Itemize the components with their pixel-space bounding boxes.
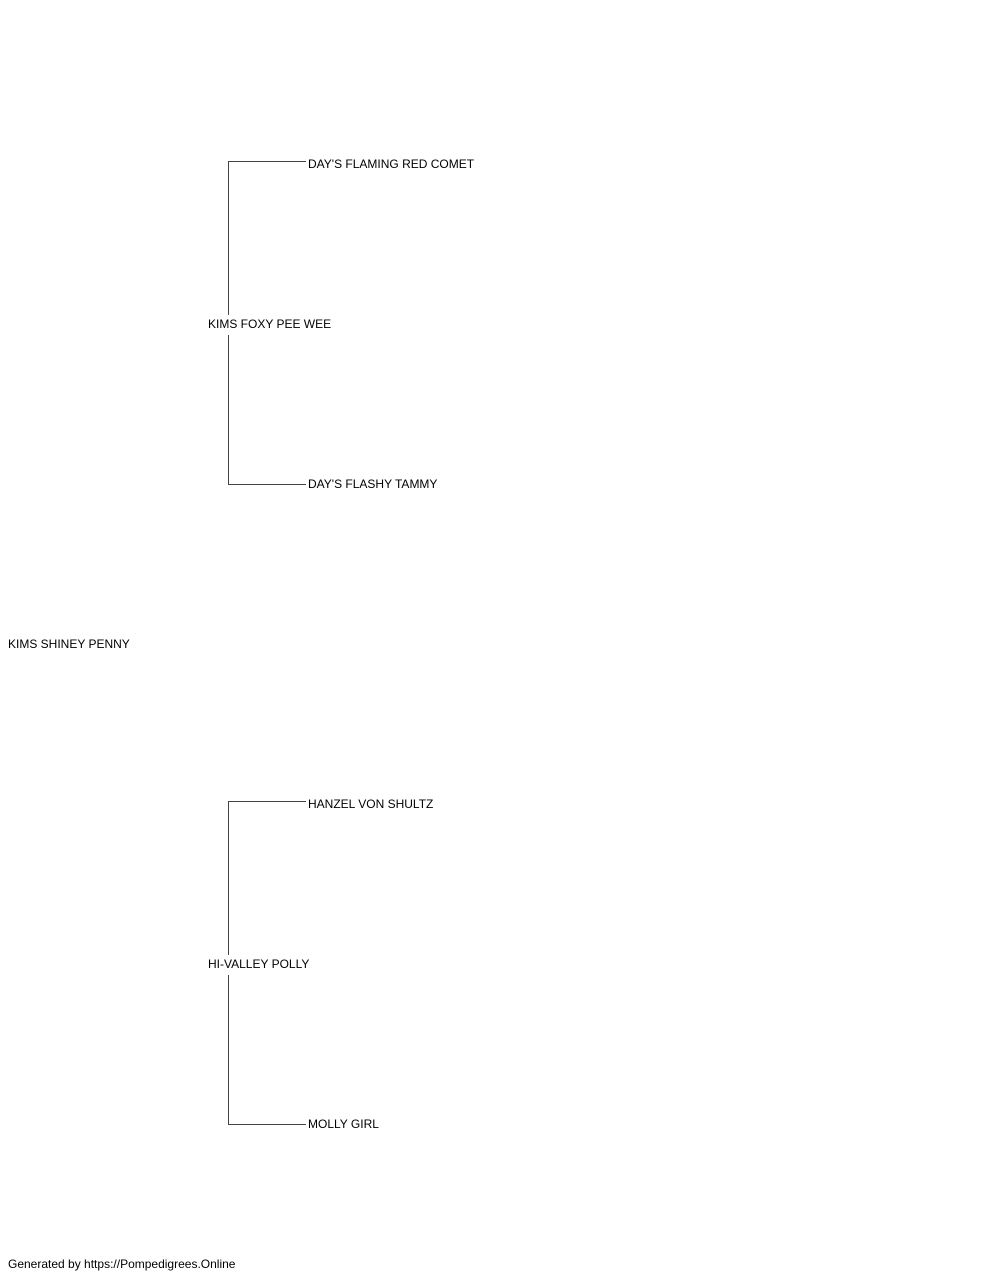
dam-name: HI-VALLEY POLLY: [208, 957, 310, 971]
sire-bracket-upper: [228, 161, 229, 315]
sire-sire-connector: [228, 161, 306, 162]
sire-dam-connector: [228, 484, 306, 485]
dam-bracket-lower: [228, 975, 229, 1125]
dam-sire-name: HANZEL VON SHULTZ: [308, 797, 434, 811]
sire-name: KIMS FOXY PEE WEE: [208, 317, 332, 331]
dam-sire-connector: [228, 801, 306, 802]
subject-name: KIMS SHINEY PENNY: [8, 637, 130, 651]
dam-bracket-upper: [228, 801, 229, 955]
sire-dam-name: DAY'S FLASHY TAMMY: [308, 477, 438, 491]
dam-dam-name: MOLLY GIRL: [308, 1117, 379, 1131]
footer-credit: Generated by https://Pompedigrees.Online: [8, 1257, 236, 1271]
sire-sire-name: DAY'S FLAMING RED COMET: [308, 157, 475, 171]
dam-dam-connector: [228, 1124, 306, 1125]
sire-bracket-lower: [228, 335, 229, 485]
